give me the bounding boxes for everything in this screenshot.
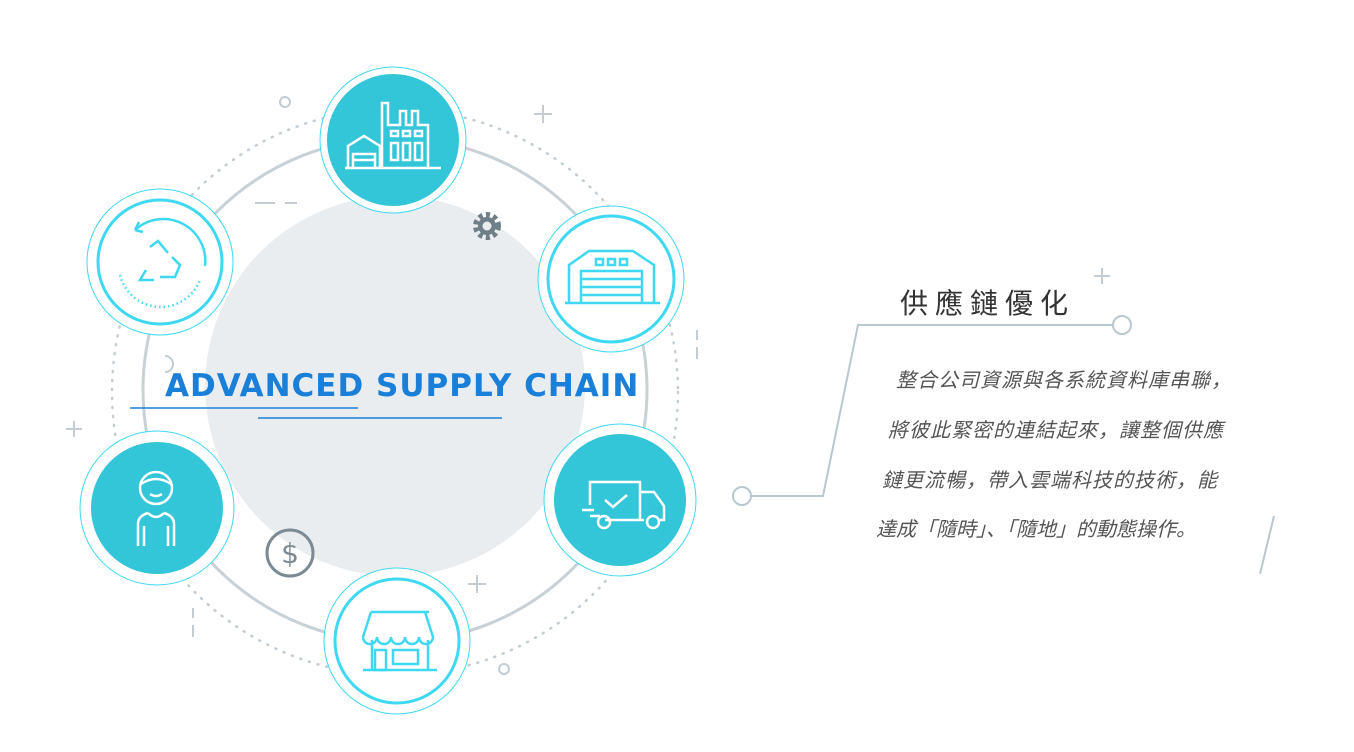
- factory-icon: [345, 101, 441, 170]
- node-factory: [319, 66, 467, 214]
- headline: ADVANCED SUPPLY CHAIN: [165, 368, 640, 404]
- section-title: 供應鏈優化: [900, 287, 1076, 320]
- description-line: 達成「隨時」、「隨地」的動態操作。: [876, 517, 1196, 541]
- description-line: 將彼此緊密的連結起來，讓整個供應: [888, 418, 1224, 442]
- dollar-icon: $: [265, 528, 315, 578]
- gear-icon: [473, 212, 501, 240]
- svg-text:$: $: [281, 537, 299, 570]
- center-disc: [205, 196, 585, 576]
- connector-line: [732, 315, 1275, 575]
- node-customer: [79, 430, 235, 586]
- node-delivery: [543, 423, 697, 577]
- truck-icon: [582, 480, 666, 530]
- person-icon: [136, 470, 176, 546]
- recycle-icon: [118, 217, 207, 309]
- node-recycle: [86, 188, 234, 336]
- description-line: 整合公司資源與各系統資料庫串聯，: [896, 368, 1232, 392]
- decorations: [66, 96, 1110, 675]
- store-icon: [361, 610, 437, 672]
- description-line: 鏈更流暢，帶入雲端科技的技術，能: [882, 468, 1218, 492]
- warehouse-icon: [565, 249, 660, 305]
- node-store: [323, 567, 471, 715]
- node-warehouse: [537, 205, 685, 353]
